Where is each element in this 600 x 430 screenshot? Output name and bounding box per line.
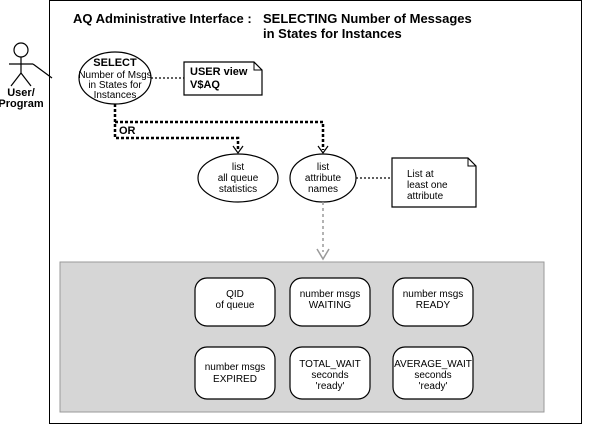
attribute-line2: WAITING xyxy=(309,300,352,311)
attribute-line2: EXPIRED xyxy=(213,374,257,385)
note-at-least-one-fold xyxy=(467,158,476,167)
select-node-line1: SELECT xyxy=(93,57,137,69)
attribute-line2: seconds xyxy=(414,370,451,381)
note-user-view-fold xyxy=(253,62,262,71)
attribute-box[interactable]: number msgs EXPIRED xyxy=(194,346,276,400)
attribute-line2: READY xyxy=(416,300,451,311)
or-label: OR xyxy=(119,125,136,137)
title-right-line2: in States for Instances xyxy=(263,26,402,41)
attribute-line1: number msgs xyxy=(403,289,464,300)
attribute-line2: seconds xyxy=(311,370,348,381)
note-user-view-line2: V$AQ xyxy=(190,79,220,91)
list-stats-line3: statistics xyxy=(219,184,257,195)
attribute-box[interactable]: number msgs WAITING xyxy=(289,277,371,327)
list-attrs-line2: attribute xyxy=(305,173,342,184)
attribute-line1: number msgs xyxy=(205,362,266,373)
list-stats-line1: list xyxy=(232,162,244,173)
attribute-line1: number msgs xyxy=(300,289,361,300)
select-node-line2: Number of Msgs xyxy=(78,70,151,81)
list-stats-line2: all queue xyxy=(218,173,259,184)
or-branch-connector xyxy=(113,104,325,150)
select-node-line4: Instances xyxy=(94,90,137,101)
list-all-queue-statistics-node[interactable] xyxy=(197,153,279,203)
note-at-least-one-line3: attribute xyxy=(407,191,444,202)
or-branch-arrowheads xyxy=(232,145,329,155)
attribute-box[interactable]: number msgs READY xyxy=(392,277,474,327)
actor-label-line2: Program xyxy=(0,98,44,110)
attribute-line1: AVERAGE_WAIT xyxy=(394,359,472,370)
title-left: AQ Administrative Interface : xyxy=(73,11,252,26)
list-attrs-line1: list xyxy=(317,162,329,173)
attribute-box[interactable]: TOTAL_WAIT seconds 'ready' xyxy=(289,346,371,400)
attribute-line3: 'ready' xyxy=(316,381,345,392)
actor-connector xyxy=(32,63,53,79)
note-at-least-one-line1: List at xyxy=(407,169,434,180)
attributes-arrowhead xyxy=(316,248,330,261)
attribute-line1: TOTAL_WAIT xyxy=(299,359,361,370)
note-at-least-one-line2: least one xyxy=(407,180,448,191)
attribute-box[interactable]: AVERAGE_WAIT seconds 'ready' xyxy=(392,346,474,400)
attribute-line3: 'ready' xyxy=(419,381,448,392)
actor-label-line1: User/ xyxy=(7,87,35,99)
note-user-view xyxy=(183,61,263,96)
note-at-least-one xyxy=(391,157,477,208)
note-user-view-line1: USER view xyxy=(190,66,248,78)
list-attrs-line3: names xyxy=(308,184,338,195)
select-node-line3: in States for xyxy=(88,80,142,91)
title-right-line1: SELECTING Number of Messages xyxy=(263,11,472,26)
outer-frame xyxy=(49,0,582,424)
user-actor-icon xyxy=(9,42,33,87)
attribute-box[interactable]: QID of queue xyxy=(194,277,276,327)
attribute-line2: of queue xyxy=(216,300,255,311)
attribute-line1: QID xyxy=(226,289,244,300)
